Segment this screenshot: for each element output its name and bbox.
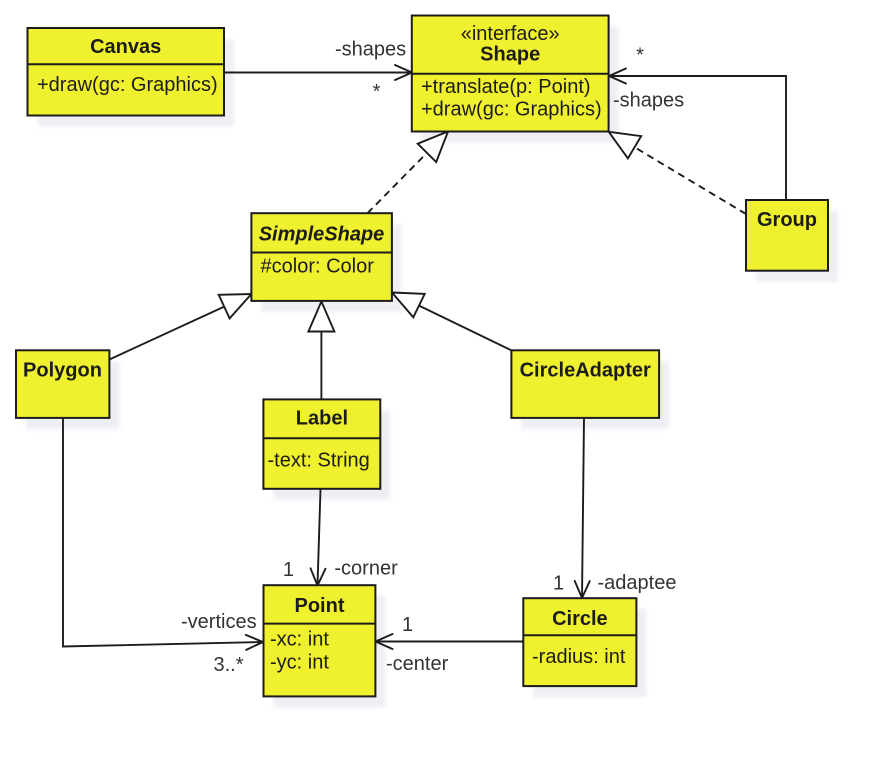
svg-text:Point: Point xyxy=(295,595,345,617)
svg-text:-center: -center xyxy=(386,653,449,675)
svg-text:*: * xyxy=(373,81,381,103)
svg-text:-vertices: -vertices xyxy=(181,611,257,633)
svg-text:1: 1 xyxy=(553,573,564,595)
svg-text:-adaptee: -adaptee xyxy=(598,572,677,594)
svg-text:-text: String: -text: String xyxy=(268,450,370,472)
svg-text:SimpleShape: SimpleShape xyxy=(259,224,385,246)
svg-text:CircleAdapter: CircleAdapter xyxy=(520,359,651,381)
svg-text:1: 1 xyxy=(402,614,413,636)
svg-text:Polygon: Polygon xyxy=(23,359,102,381)
svg-text:3..*: 3..* xyxy=(214,654,244,676)
svg-text:-radius: int: -radius: int xyxy=(532,646,626,668)
svg-text:Group: Group xyxy=(757,209,817,231)
svg-text:Circle: Circle xyxy=(552,608,608,630)
svg-text:Canvas: Canvas xyxy=(90,36,161,58)
svg-text:+translate(p: Point): +translate(p: Point) xyxy=(421,76,591,98)
svg-text:-yc: int: -yc: int xyxy=(270,652,329,674)
svg-text:+draw(gc: Graphics): +draw(gc: Graphics) xyxy=(37,74,218,96)
svg-text:«interface»: «interface» xyxy=(461,23,560,45)
svg-text:-xc: int: -xc: int xyxy=(270,629,329,651)
svg-text:+draw(gc: Graphics): +draw(gc: Graphics) xyxy=(421,99,602,121)
svg-text:Shape: Shape xyxy=(480,44,540,66)
svg-text:-shapes: -shapes xyxy=(613,90,684,112)
svg-text:Label: Label xyxy=(296,408,348,430)
svg-text:#color: Color: #color: Color xyxy=(261,256,375,278)
svg-text:1: 1 xyxy=(283,559,294,581)
svg-text:-corner: -corner xyxy=(334,558,398,580)
svg-text:*: * xyxy=(636,45,644,67)
svg-text:-shapes: -shapes xyxy=(335,39,406,61)
